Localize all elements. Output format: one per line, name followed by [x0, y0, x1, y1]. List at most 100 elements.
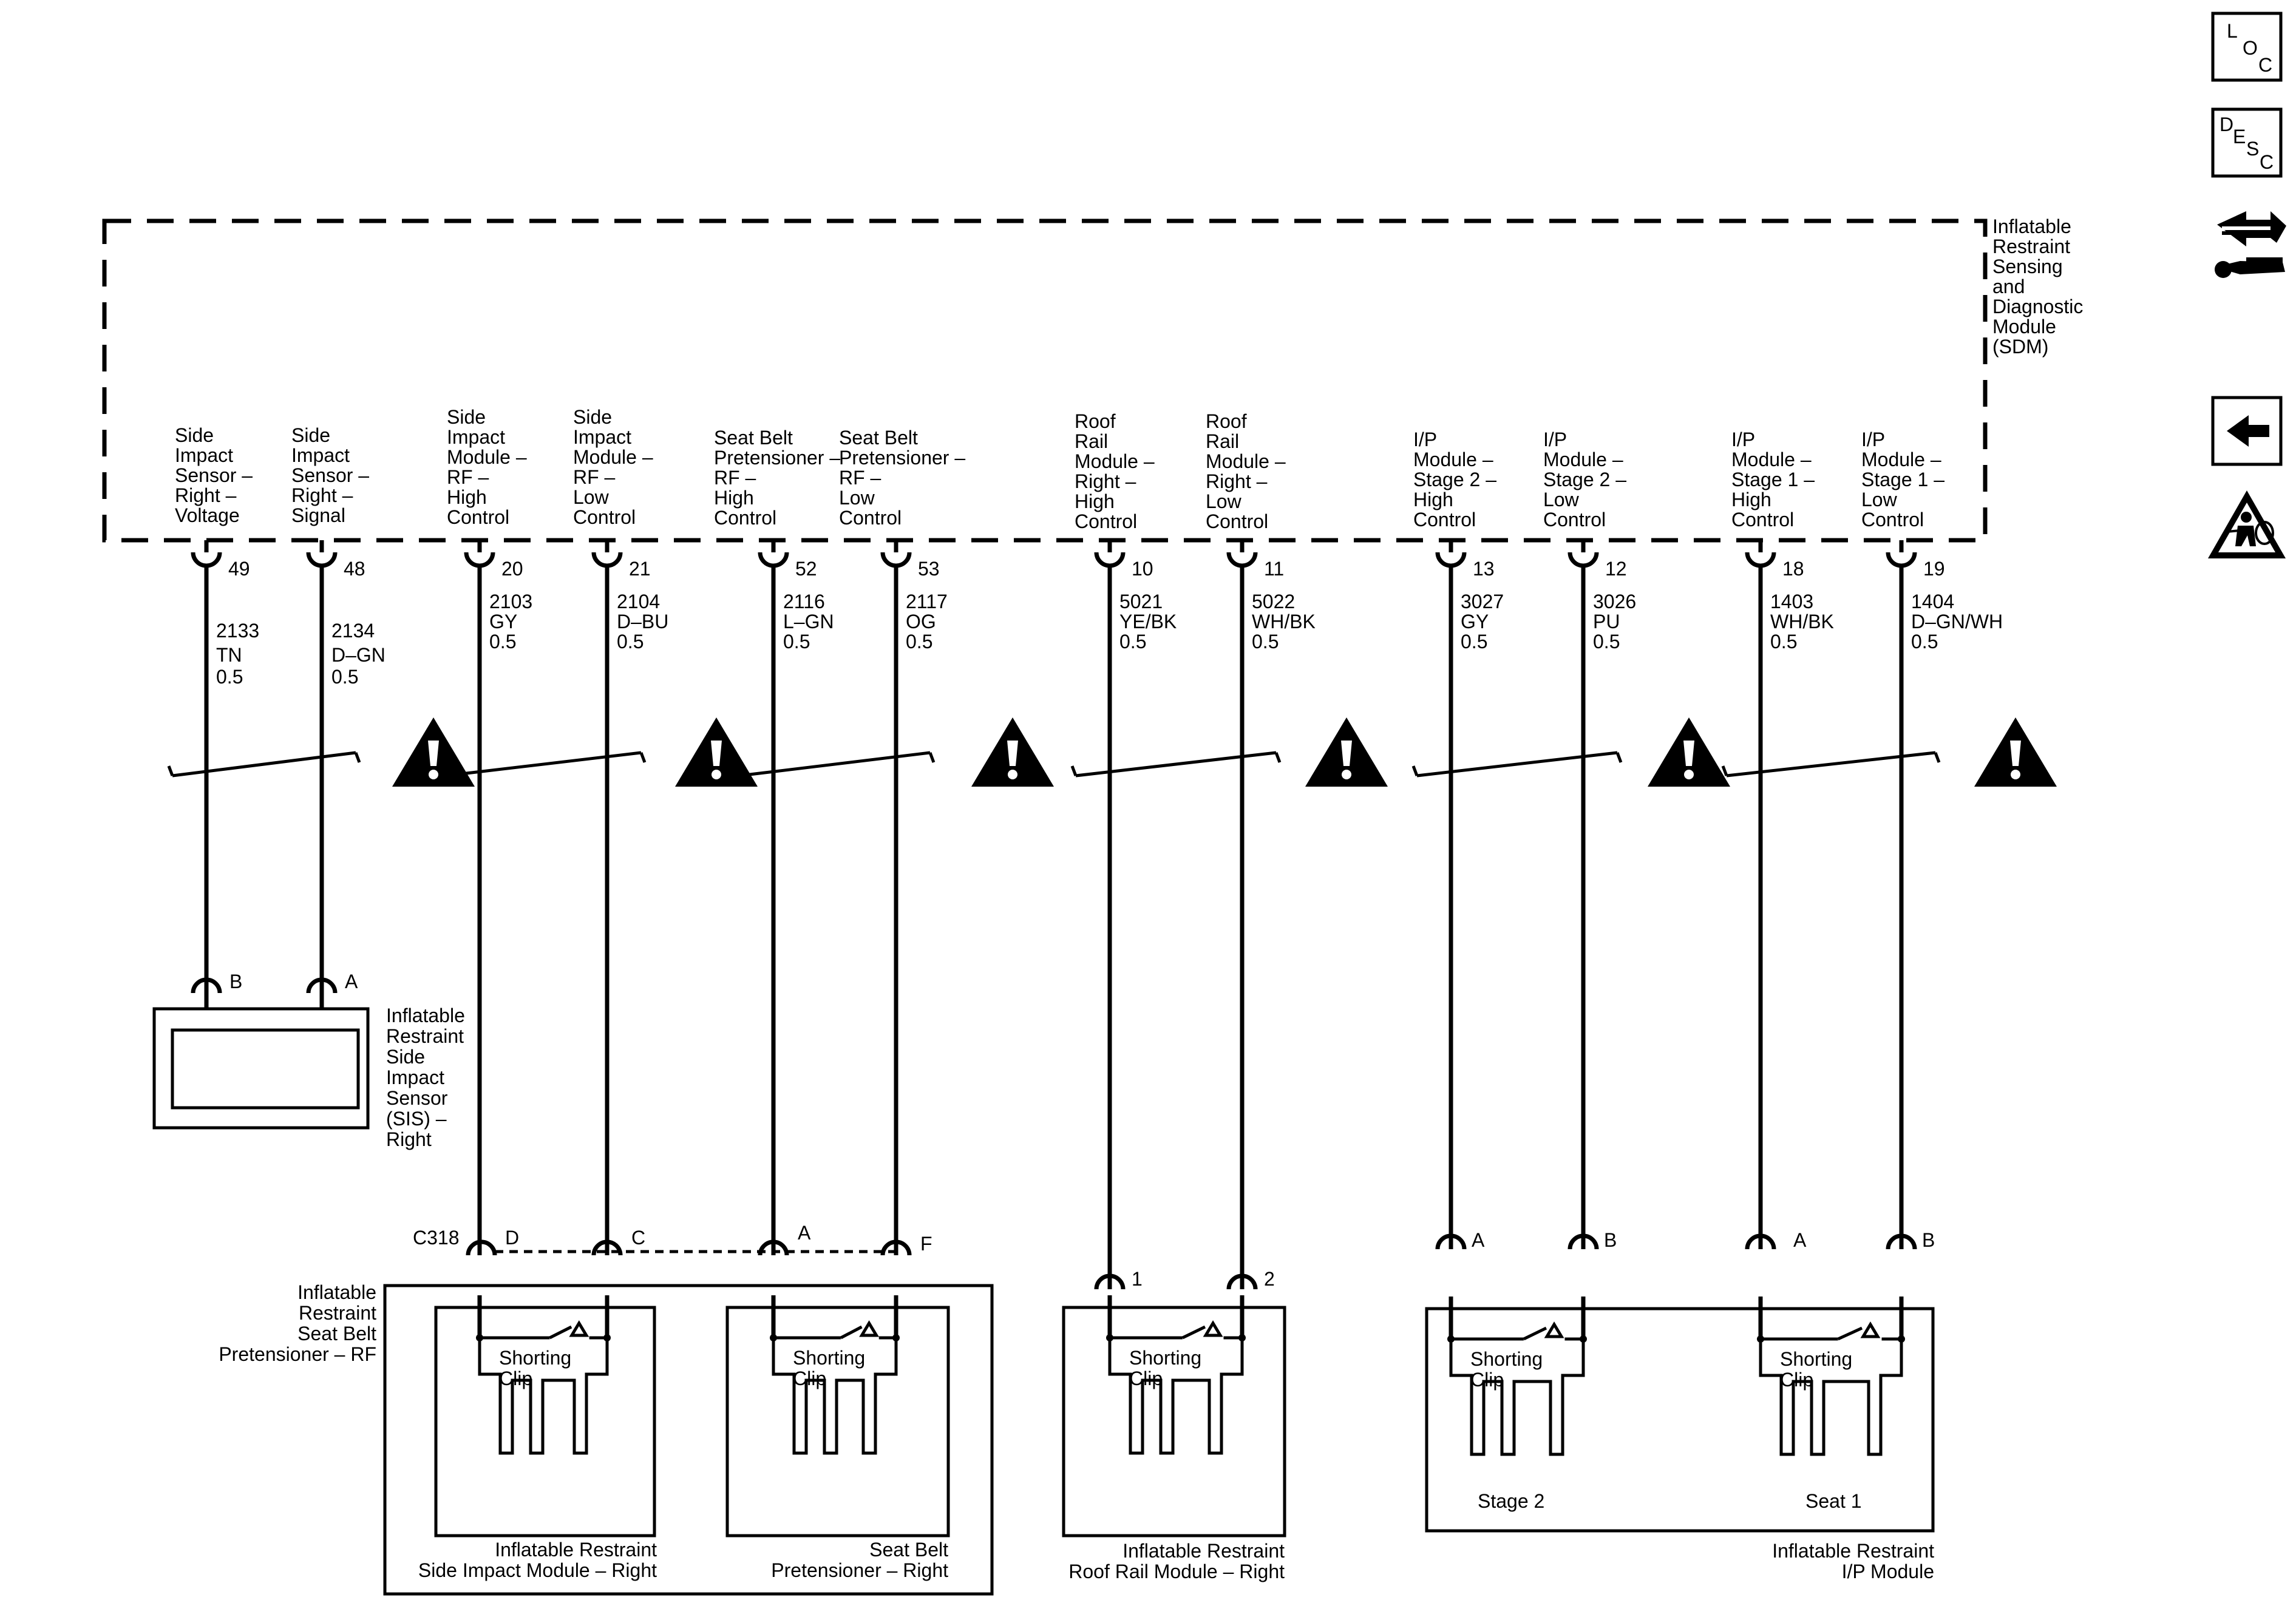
rr-label-line: Inflatable Restraint: [1123, 1540, 1285, 1562]
sdm-pin-desc-line: High: [1731, 489, 1771, 510]
connector-end-view-icon[interactable]: [2215, 211, 2286, 278]
caution-triangle-icon[interactable]: [1648, 717, 1730, 787]
airbag-warning-icon[interactable]: [2208, 490, 2286, 558]
sdm-pin-desc-line: RF –: [839, 467, 881, 489]
pt-label-line: Seat Belt: [869, 1539, 948, 1561]
rf-pretensioner-group[interactable]: [383, 1284, 994, 1596]
sdm-pin-number: 18: [1782, 558, 1804, 580]
sdm-pin-number: 19: [1923, 558, 1945, 580]
wire-gauge: 0.5: [1770, 631, 1797, 653]
shorting-clip-label: Shorting: [1780, 1348, 1852, 1370]
sdm-pin-desc-line: Side: [573, 406, 612, 428]
sis-pin-a: A: [345, 971, 358, 992]
desc-letter-e: E: [2233, 126, 2246, 147]
wire-gauge: 0.5: [783, 631, 810, 653]
caution-triangle-icon[interactable]: [1974, 717, 2057, 787]
sdm-pin-number: 20: [501, 558, 523, 580]
shorting-clip-label: Shorting: [1129, 1347, 1201, 1369]
sis-label-line: Side: [386, 1046, 425, 1068]
wire-color: D–GN: [331, 644, 385, 666]
ip-stage1-pin-b: B: [1922, 1229, 1935, 1251]
connector-c318[interactable]: C318 D C A F: [413, 1222, 932, 1256]
caution-triangle-icon[interactable]: [1305, 717, 1388, 787]
circuit-number: 3026: [1593, 591, 1636, 612]
back-arrow-button[interactable]: [2211, 396, 2283, 466]
sdm-socket: [1226, 552, 1258, 568]
caution-triangle-icon[interactable]: [392, 717, 475, 787]
sdm-pin-desc-line: Module –: [1543, 449, 1623, 470]
sdm-socket: [1094, 552, 1126, 568]
wire-gauge: 0.5: [617, 631, 644, 653]
sdm-pin-desc-line: Module –: [1731, 449, 1812, 470]
wire-gauge: 0.5: [1911, 631, 1938, 653]
wire-color: D–GN/WH: [1911, 611, 2003, 632]
sdm-pin-desc-line: Side: [175, 424, 214, 446]
c318-pin-c: C: [631, 1227, 645, 1249]
c318-pin-d: D: [505, 1227, 519, 1249]
sdm-pin-desc-line: Low: [573, 486, 610, 508]
sdm-pin-desc-line: Module –: [447, 446, 527, 468]
pretensioner-box[interactable]: [725, 1306, 950, 1537]
desc-button[interactable]: D E S C: [2211, 107, 2283, 178]
wire-color: WH/BK: [1770, 611, 1834, 632]
circuit-number: 2104: [617, 591, 660, 612]
rr-label-line: Roof Rail Module – Right: [1068, 1561, 1285, 1582]
caution-triangle-icon[interactable]: [971, 717, 1054, 787]
wire-gauge: 0.5: [331, 666, 358, 688]
sdm-pin-number: 49: [228, 558, 250, 580]
sdm-pin-desc-line: Control: [1075, 510, 1137, 532]
sdm-socket: [880, 552, 912, 568]
side-impact-module-box[interactable]: [434, 1306, 656, 1537]
sim-label-line: Side Impact Module – Right: [418, 1559, 657, 1581]
sdm-socket: [758, 552, 789, 568]
sdm-pin-desc-line: High: [714, 487, 754, 509]
sdm-pin-desc-line: Low: [1543, 489, 1580, 510]
sdm-label-line: (SDM): [1992, 336, 2048, 358]
sdm-pin-desc-line: Module –: [1075, 450, 1155, 472]
wire-gauge: 0.5: [1252, 631, 1279, 653]
sdm-pin-desc-line: Low: [1861, 489, 1898, 510]
loc-button[interactable]: L O C: [2211, 12, 2283, 82]
sdm-pin-number: 48: [344, 558, 365, 580]
ip-module-box[interactable]: [1425, 1307, 1935, 1533]
roof-rail-connector[interactable]: 1 2: [1094, 1268, 1275, 1290]
sdm-pin-desc-line: Module –: [1206, 450, 1286, 472]
twisted-pair-2: [440, 751, 647, 778]
sis-label-line: Restraint: [386, 1025, 464, 1047]
pt-label-line: Pretensioner – Right: [771, 1559, 948, 1581]
roof-rail-module-box[interactable]: [1062, 1306, 1286, 1537]
sdm-socket: [306, 552, 338, 568]
sdm-pin-desc-line: Control: [1413, 509, 1476, 531]
side-impact-sensor[interactable]: B A: [152, 971, 370, 1130]
wire-gauge: 0.5: [906, 631, 932, 653]
ip-module-connector[interactable]: A B A B: [1435, 1229, 1935, 1251]
sdm-label-line: and: [1992, 276, 2025, 297]
sis-label-line: Impact: [386, 1066, 444, 1088]
shorting-clip-label: Shorting: [793, 1347, 865, 1369]
sdm-socket: [1567, 552, 1599, 568]
ip-stage2-pin-b: B: [1604, 1229, 1617, 1251]
wire-gauge: 0.5: [1461, 631, 1487, 653]
ip-label-line: I/P Module: [1842, 1561, 1934, 1582]
circuit-number: 2117: [906, 591, 948, 612]
c318-pin-a: A: [798, 1222, 811, 1244]
